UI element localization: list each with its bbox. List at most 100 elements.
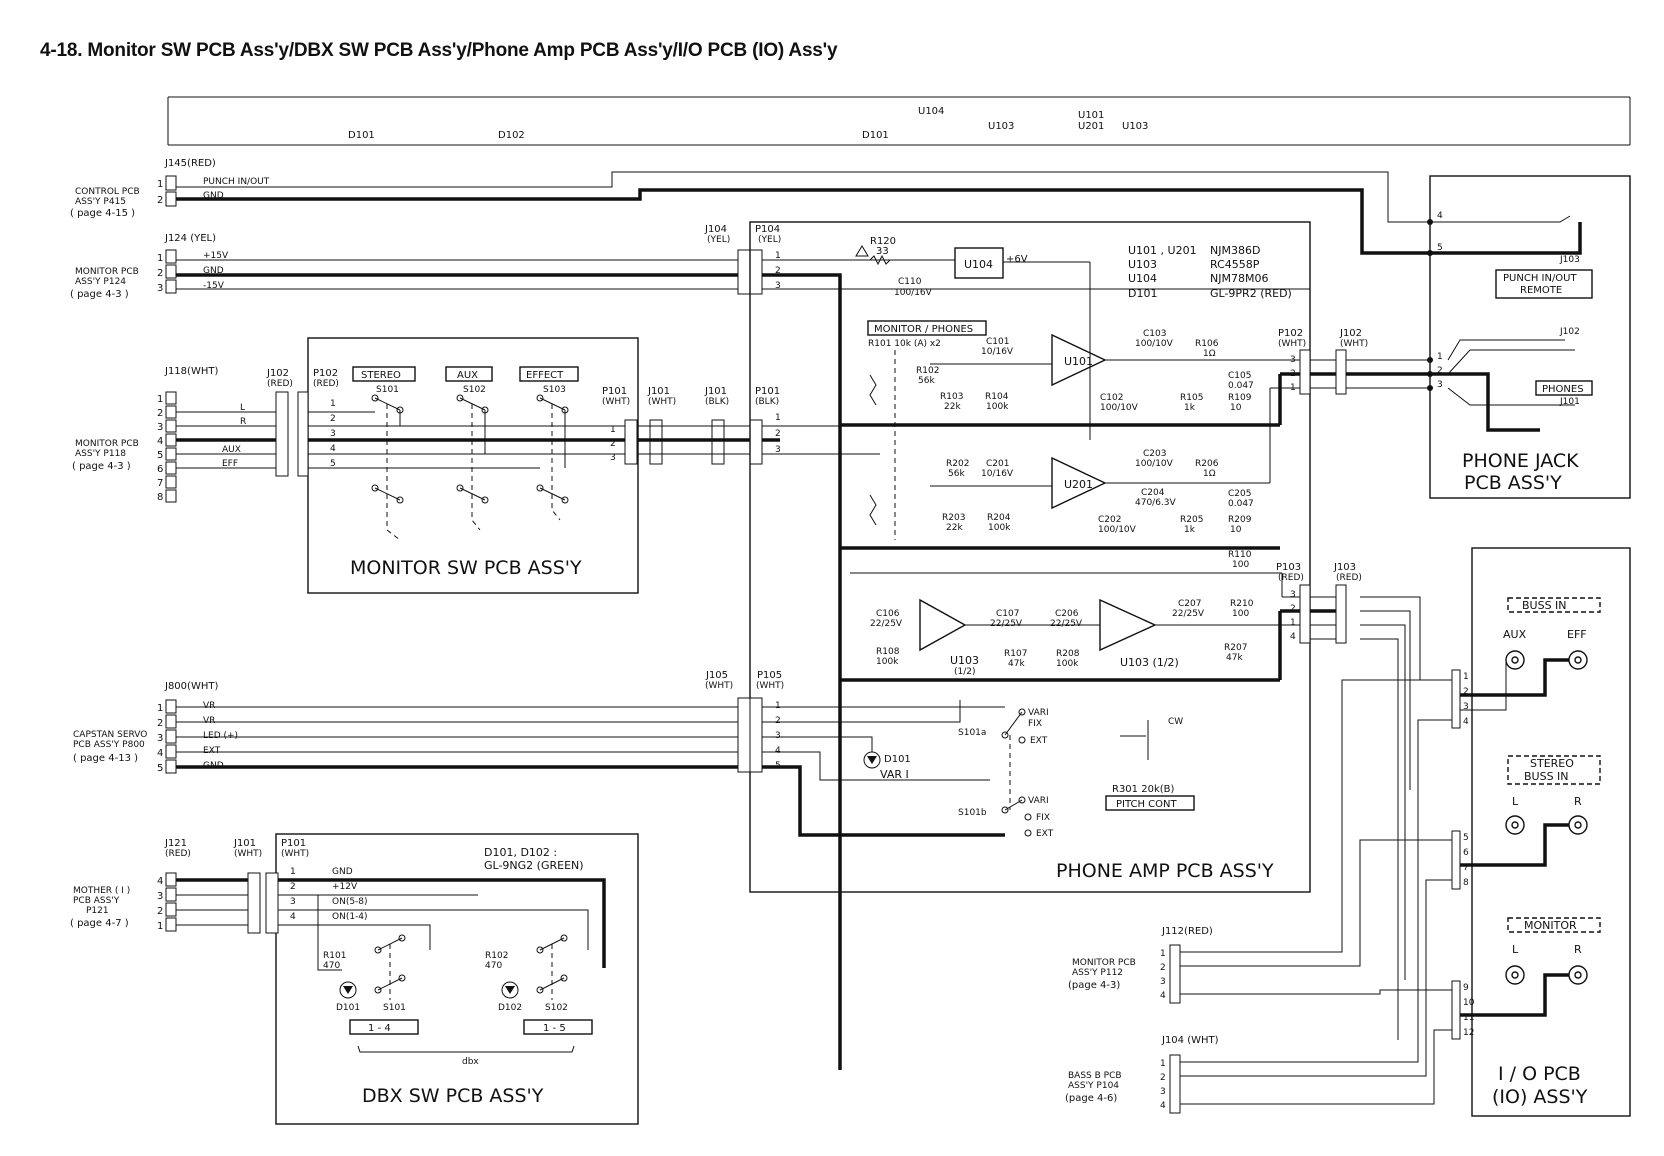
io-title-1: I / O PCB [1498,1063,1581,1085]
ref-monitor-p124-2: ASS'Y P124 [75,277,126,287]
u103a-half: (1/2) [954,667,976,677]
svg-text:3: 3 [775,731,781,741]
svg-text:4: 4 [1463,717,1469,727]
j105-1: J105 [705,670,728,681]
svg-text:2: 2 [157,268,163,279]
dbx-label: dbx [462,1057,479,1067]
dbx-note-2: GL-9NG2 (GREEN) [484,859,584,872]
ref-bass-2: ASS'Y P104 [1068,1081,1119,1091]
ch2-r203: R203 [942,513,965,523]
p105-2: (WHT) [756,681,784,691]
strip-u101: U101 [1078,110,1104,121]
p102-wht-1: P102 [1278,328,1303,339]
svg-text:5: 5 [330,459,336,469]
buf-c207-v: 22/25V [1172,609,1205,619]
u201-opamp [1051,456,1107,510]
ch1-c105-v: 0.047 [1228,381,1254,391]
ch2-c203-v: 100/10V [1135,459,1174,469]
dbx-sig-gnd: GND [332,867,353,877]
u101-label: U101 [1064,355,1093,368]
sig-gnd2: GND [203,266,224,276]
ch1-c102: C102 [1100,393,1123,403]
svg-text:12: 12 [1463,1028,1474,1038]
io-stereo-2: BUSS IN [1524,770,1569,783]
svg-text:2: 2 [290,882,296,892]
strip-d101-a: D101 [348,130,375,141]
buf-c106: C106 [876,609,900,619]
parts-njm386d: NJM386D [1210,244,1260,257]
led-var-label: VAR I [880,768,909,781]
dbx-r102-v: 470 [485,961,502,971]
svg-text:2: 2 [1160,1073,1166,1083]
ch1-c101-v: 10/16V [981,347,1014,357]
sig-vr2: VR [203,716,215,726]
phone-amp-title: PHONE AMP PCB ASS'Y [1056,860,1274,882]
phone-amp-pcb: R120 33 U104 +6V C110 100/16V U101 , U20… [176,221,1311,1070]
ch1-r106-v: 1Ω [1203,349,1216,359]
ref-monitor-p118-2: ASS'Y P118 [75,449,126,459]
svg-text:4: 4 [157,876,163,887]
top-wires [176,171,1430,290]
svg-text:1: 1 [157,179,163,190]
dbx-r102: R102 [485,951,508,961]
ch2-c204: C204 [1141,488,1165,498]
svg-text:1: 1 [157,394,163,405]
buf-c107: C107 [996,609,1019,619]
svg-text:8: 8 [1463,878,1469,888]
j104-wht-label: J104 (WHT) [1161,1035,1219,1046]
ch2-c201-v: 10/16V [981,469,1014,479]
ref-monitor-p118-3: ( page 4-3 ) [72,461,131,472]
strip-u103-b: U103 [1122,121,1148,132]
fix-a: FIX [1028,719,1042,729]
io-buss-in: BUSS IN [1522,599,1567,612]
u103a-label: U103 [950,654,979,667]
parts-u101-u201: U101 , U201 [1128,244,1197,257]
ch2-r205-v: 1k [1184,525,1196,535]
buf-r108: R108 [876,647,900,657]
svg-text:5: 5 [1437,243,1443,253]
j104-yel-1: J104 [704,224,727,235]
ch1-c103: C103 [1143,329,1166,339]
ch1-r109: R109 [1228,393,1252,403]
j121-label-2: (RED) [165,849,191,859]
ch1-r105: R105 [1180,393,1203,403]
sig-gnd: GND [203,191,224,201]
ref-mother-2: PCB ASS'Y [73,896,120,906]
svg-text:2: 2 [775,429,781,439]
ch2-r209: R209 [1228,515,1252,525]
svg-text:3: 3 [1160,1087,1166,1097]
svg-text:2: 2 [1160,963,1166,973]
p101-wht-2: (WHT) [602,397,630,407]
ch1-r104: R104 [985,392,1009,402]
header-strip: D101 D102 D101 U104 U103 U101 U201 U103 [167,96,1631,146]
monitor-sw-wires [176,410,625,469]
j102-wht-2: (WHT) [1340,339,1368,349]
switch-s103: S103 [543,385,566,395]
parts-njm78m06: NJM78M06 [1210,272,1268,285]
svg-text:3: 3 [157,733,163,744]
svg-text:3: 3 [1160,977,1166,987]
svg-text:2: 2 [1437,366,1443,376]
svg-text:2: 2 [157,408,163,419]
io-stereo-1: STEREO [1530,757,1574,770]
strip-u103-a: U103 [988,121,1014,132]
phones-box: PHONES [1542,384,1584,395]
j101-wht-1: J101 [647,386,670,397]
dbx-sw1: 1 - 4 [368,1023,391,1034]
dbx-s102: S102 [545,1003,568,1013]
io-r-1: R [1574,795,1582,808]
svg-text:1: 1 [1160,1059,1166,1069]
sig-vr1: VR [203,701,215,711]
dbx-note-1: D101, D102 : [484,846,557,859]
sig-ext: EXT [203,746,221,756]
buf-r210: R210 [1230,599,1254,609]
io-pcb: J103 (RED) BUSS IN AUX EFF STEREO BUSS I… [1160,547,1631,1117]
svg-text:2: 2 [157,718,163,729]
buf-c206-v: 22/25V [1050,619,1083,629]
phone-jack-j102: J102 [1559,327,1580,337]
dbx-d101: D101 [336,1003,360,1013]
parts-gl9pr2: GL-9PR2 (RED) [1210,287,1292,300]
ref-control-1: CONTROL PCB [75,187,140,197]
buf-r107-v: 47k [1008,659,1025,669]
switch-aux: AUX [457,370,478,381]
